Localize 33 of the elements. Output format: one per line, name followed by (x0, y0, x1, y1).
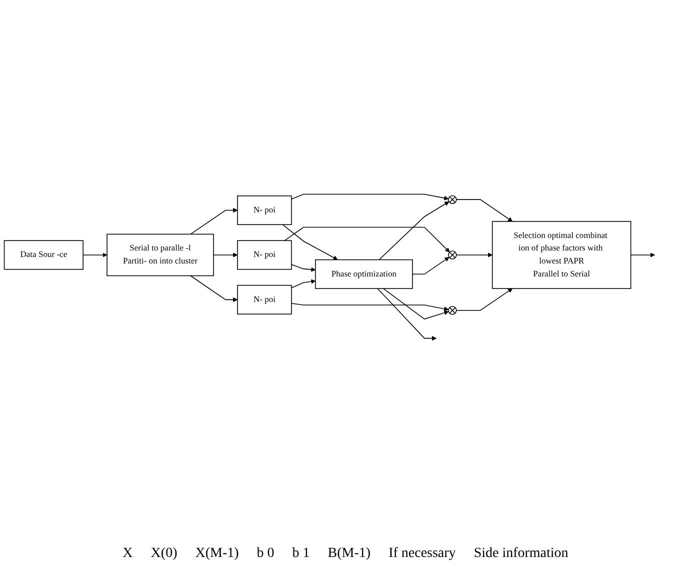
signal-label: If necessary (388, 546, 456, 562)
arrow (377, 288, 437, 340)
arrow (282, 224, 338, 260)
arrow (284, 226, 450, 252)
arrow (378, 201, 450, 260)
signal-label: X(0) (150, 546, 178, 562)
arrow (190, 275, 238, 302)
node-box: Serial to paralle -l Partiti- on into cluster (106, 234, 214, 276)
node-box: N- poi (237, 195, 292, 225)
arrow (190, 208, 238, 234)
arrow (291, 194, 449, 200)
arrow (382, 288, 449, 320)
arrow (456, 288, 513, 310)
signal-label: b 1 (292, 546, 310, 562)
arrow (291, 278, 316, 288)
node-box: N- poi (237, 240, 292, 270)
signal-label: Side information (474, 546, 568, 562)
node-box: Phase optimization (315, 259, 413, 289)
arrow (82, 252, 108, 258)
signal-label: b 0 (256, 546, 274, 562)
signal-label: X(M-1) (195, 546, 239, 562)
node-box: Data Sour -ce (4, 240, 84, 270)
arrow (456, 198, 513, 222)
arrow (291, 264, 316, 272)
arrow (412, 256, 450, 274)
arrow (456, 252, 493, 258)
signal-label: X (122, 546, 133, 562)
signal-label: B(M-1) (328, 546, 371, 562)
arrow (213, 252, 238, 258)
node-box: N- poi (237, 284, 292, 314)
node-box: Selection optimal combinat ion of phase factors with lowest PAPR Parallel to Serial (492, 220, 632, 289)
arrow (291, 302, 449, 311)
arrow (630, 252, 655, 258)
